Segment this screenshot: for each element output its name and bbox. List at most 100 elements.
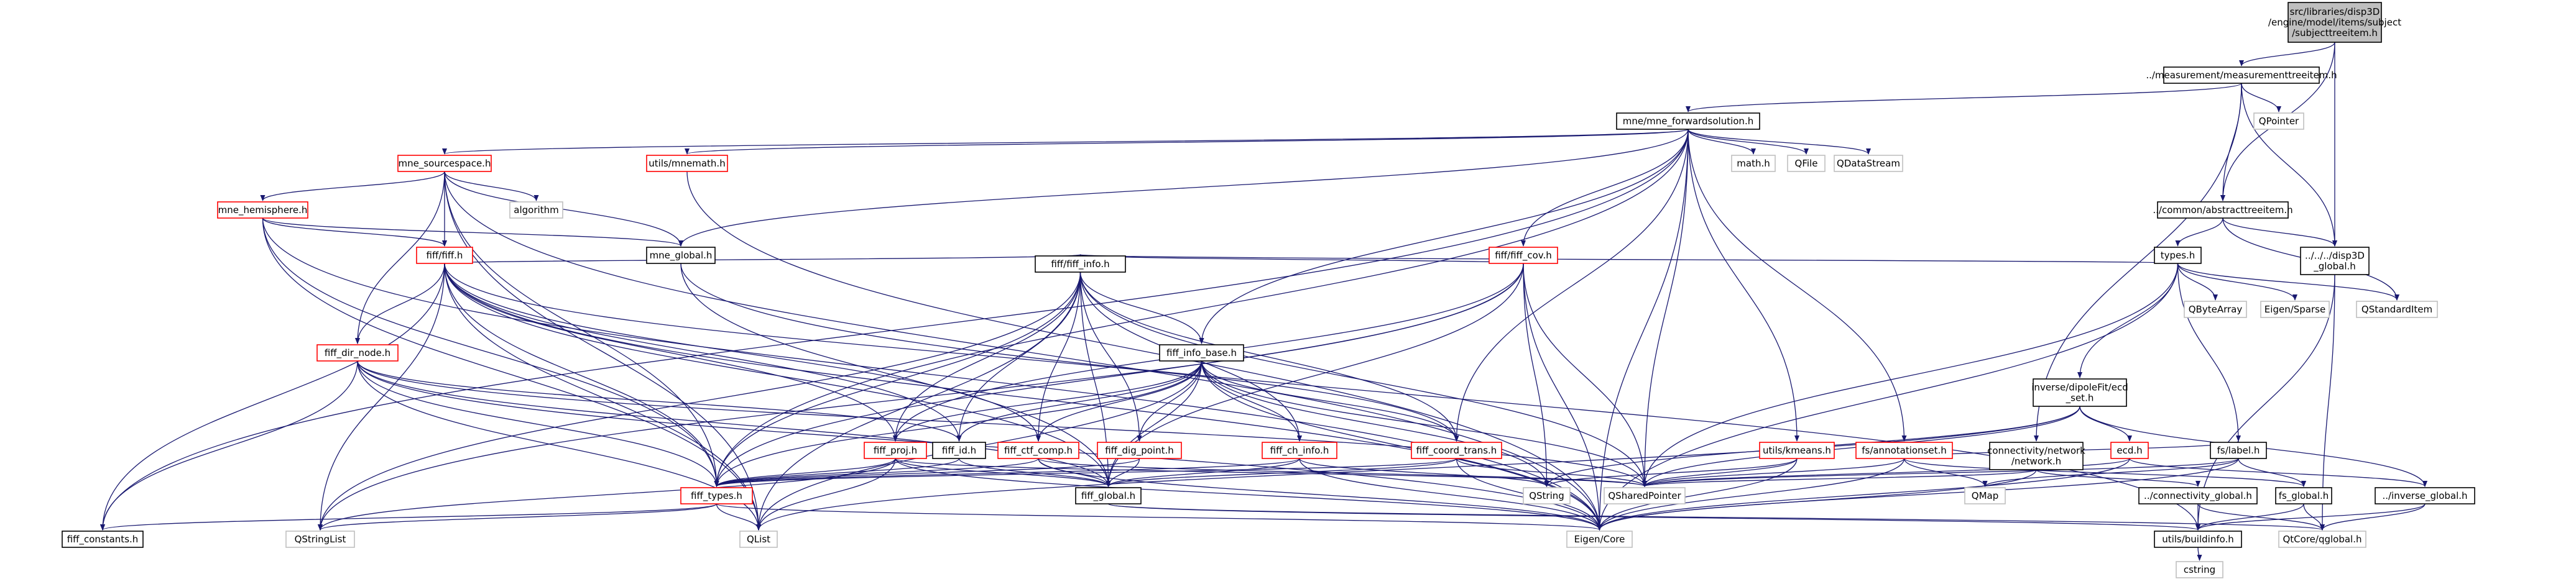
node-label: fiff_dig_point.h xyxy=(1105,445,1174,457)
node-box xyxy=(1262,442,1337,459)
edge-mne_forwardsolution-to-mne_global xyxy=(678,129,1689,247)
node-fs-global[interactable]: fs_global.h xyxy=(2275,487,2332,504)
node-box xyxy=(397,155,492,172)
edge-mne_hemisphere-to-qlist xyxy=(262,217,761,531)
edge-mne_sourcespace-to-algorithm xyxy=(444,171,539,201)
node-fiff-dir-node[interactable]: fiff_dir_node.h xyxy=(316,344,399,362)
node-label: ../connectivity_global.h xyxy=(2144,490,2252,502)
edge-fiff_info_base-to-fiff_proj xyxy=(893,360,1203,442)
node-box xyxy=(2253,112,2304,130)
node-label: ../../../disp3D xyxy=(2305,250,2365,262)
node-box xyxy=(316,344,399,362)
node-box xyxy=(680,487,753,504)
node-fiff-ch-info[interactable]: fiff_ch_info.h xyxy=(1262,442,1337,459)
node-mne-forwardsolution[interactable]: mne/mne_forwardsolution.h xyxy=(1616,112,1760,130)
node-connectivity-global[interactable]: ../connectivity_global.h xyxy=(2138,487,2258,504)
edge-fiff_cov-to-eigen_core xyxy=(1523,263,1602,531)
edge-fiff_info_base-to-eigen_core xyxy=(1201,360,1602,531)
node-connectivity-network[interactable]: connectivity/network/network.h xyxy=(1987,442,2085,470)
node-fiff-proj[interactable]: fiff_proj.h xyxy=(864,442,927,459)
edge-fiff_cov-to-qsharedpointer xyxy=(1523,263,1647,487)
node-fiff-info[interactable]: fiff/fiff_info.h xyxy=(1035,255,1126,273)
edge-fiff_info_base-to-fiff_types xyxy=(714,360,1203,487)
node-utils-buildinfo[interactable]: utils/buildinfo.h xyxy=(2154,531,2242,548)
edge-ecd-to-inverse_global xyxy=(2129,458,2427,487)
node-dipolefit[interactable]: inverse/dipoleFit/ecd_set.h xyxy=(2031,378,2128,407)
node-measurementtreeitem[interactable]: ../measurement/measurementtreeitem.h xyxy=(2146,66,2337,84)
node-fiff-types[interactable]: fiff_types.h xyxy=(680,487,753,504)
edge-fiff_global-to-qtcore_qglobal xyxy=(1107,503,2325,531)
edge-fiff_ch_info-to-fiff_types xyxy=(714,458,1300,487)
node-box xyxy=(509,201,563,219)
node-fiff-constants[interactable]: fiff_constants.h xyxy=(62,531,144,548)
node-abstracttreeitem[interactable]: ../common/abstracttreeitem.h xyxy=(2153,201,2293,219)
edge-fiff_info_base-to-fiff_id xyxy=(956,360,1203,442)
edge-fiff_dir_node-to-qlist xyxy=(357,360,761,531)
edge-fiff_dir_node-to-fiff_id xyxy=(357,360,962,442)
edge-mne_hemisphere-to-mne_global xyxy=(262,217,683,247)
edge-fiff_ch_info-to-qstring xyxy=(1299,458,1549,487)
edge-measurementtreeitem-to-abstracttreeitem xyxy=(2220,83,2242,201)
edge-types-to-eigen_core xyxy=(1597,263,2179,531)
node-label: QStandardItem xyxy=(2361,304,2432,315)
node-label: _set.h xyxy=(2066,393,2094,404)
node-fiff-id[interactable]: fiff_id.h xyxy=(932,442,986,459)
edge-measurementtreeitem-to-connectivity_network xyxy=(2034,83,2242,442)
node-label: inverse/dipoleFit/ecd xyxy=(2031,382,2128,393)
node-mne-sourcespace[interactable]: mne_sourcespace.h xyxy=(397,155,492,172)
node-root[interactable]: src/libraries/disp3D/engine/model/items/… xyxy=(2268,2,2401,43)
edge-fs_annotationset-to-fs_global xyxy=(1903,458,2306,487)
node-mne-hemisphere[interactable]: mne_hemisphere.h xyxy=(217,201,308,219)
edge-fiff_info-to-fiff_proj xyxy=(893,271,1081,442)
edge-mne_sourcespace-to-eigen_core xyxy=(444,171,1602,531)
node-utils-mnemath[interactable]: utils/mnemath.h xyxy=(646,155,728,172)
node-box xyxy=(932,442,986,459)
node-fiff-dig-point[interactable]: fiff_dig_point.h xyxy=(1097,442,1182,459)
edge-mne_forwardsolution-to-mne_sourcespace xyxy=(442,129,1689,155)
node-ecd[interactable]: ecd.h xyxy=(2110,442,2149,459)
edge-abstracttreeitem-to-disp3d_global xyxy=(2222,217,2337,247)
edge-fiff_fiff-to-fiff_id xyxy=(444,263,962,442)
node-disp3d-global[interactable]: ../../../disp3D_global.h xyxy=(2300,247,2370,275)
node-fiff-info-base[interactable]: fiff_info_base.h xyxy=(1159,344,1244,362)
edge-mne_forwardsolution-to-fs_annotationset xyxy=(1687,129,1907,442)
node-box xyxy=(2356,301,2438,318)
node-fs-label[interactable]: fs/label.h xyxy=(2210,442,2267,459)
node-box xyxy=(739,531,778,548)
node-box xyxy=(1566,531,1633,548)
node-label: mne/mne_forwardsolution.h xyxy=(1623,116,1753,127)
node-fiff-ctf-comp[interactable]: fiff_ctf_comp.h xyxy=(997,442,1079,459)
node-box xyxy=(2275,487,2332,504)
edge-fiff_dir_node-to-qsharedpointer xyxy=(357,360,1647,487)
edge-fiff_coord_trans-to-qsharedpointer xyxy=(1456,458,1647,487)
node-label: QtCore/qglobal.h xyxy=(2283,534,2361,545)
node-fiff-cov[interactable]: fiff/fiff_cov.h xyxy=(1489,247,1558,264)
edge-fiff_info_base-to-fiff_ch_info xyxy=(1201,360,1302,442)
node-fiff-coord-trans[interactable]: fiff_coord_trans.h xyxy=(1411,442,1502,459)
node-utils-kmeans[interactable]: utils/kmeans.h xyxy=(1759,442,1835,459)
node-cstring: cstring xyxy=(2176,561,2223,578)
node-types[interactable]: types.h xyxy=(2154,247,2202,264)
node-inverse-global[interactable]: ../inverse_global.h xyxy=(2375,487,2475,504)
edge-fiff_fiff-to-fiff_proj xyxy=(444,263,898,442)
edge-fs_label-to-qsharedpointer xyxy=(1642,458,2239,487)
edge-utils_buildinfo-to-cstring xyxy=(2197,547,2202,561)
node-box xyxy=(1834,155,1903,172)
node-box xyxy=(2184,301,2247,318)
node-mne-global[interactable]: mne_global.h xyxy=(646,247,716,264)
node-fiff-fiff[interactable]: fiff/fiff.h xyxy=(416,247,473,264)
node-label: mne_hemisphere.h xyxy=(218,204,308,216)
node-box xyxy=(2154,247,2202,264)
node-fiff-global[interactable]: fiff_global.h xyxy=(1075,487,1142,504)
node-fs-annotationset[interactable]: fs/annotationset.h xyxy=(1855,442,1953,459)
edge-fiff_info_base-to-qstring xyxy=(1201,360,1549,487)
edge-fiff_fiff-to-fiff_dir_node xyxy=(355,263,445,344)
node-label: QList xyxy=(747,534,770,545)
edge-fiff_info-to-qsharedpointer xyxy=(1079,271,1647,487)
node-box xyxy=(2154,531,2242,548)
node-box xyxy=(2157,201,2289,219)
edge-fiff_fiff-to-fiff_types xyxy=(444,263,719,487)
edge-fiff_dir_node-to-fiff_constants xyxy=(100,360,358,531)
edge-fiff_proj-to-qlist xyxy=(756,458,896,531)
edge-fiff_info-to-qstringlist xyxy=(318,271,1081,531)
